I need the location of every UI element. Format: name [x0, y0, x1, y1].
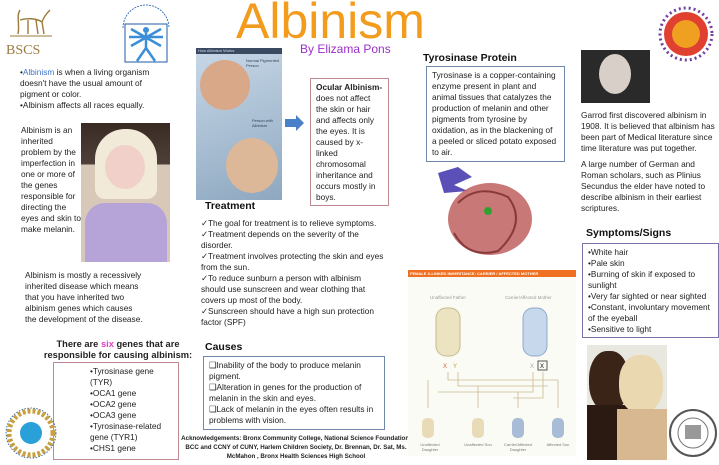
twins-photo	[587, 345, 667, 460]
symptom-item: Constant, involuntary movement of the ey…	[588, 302, 713, 324]
genes-list: Tyrosinase gene (TYR) OCA1 gene OCA2 gen…	[90, 366, 173, 454]
nsf-logo	[5, 405, 57, 460]
symptom-item: Sensitive to light	[588, 324, 713, 335]
tyrosinase-box: Tyrosinase is a copper-containing enzyme…	[426, 66, 565, 162]
symptoms-heading: Symptoms/Signs	[586, 227, 672, 239]
treatment-item: To reduce sunburn a person with albinism…	[201, 273, 385, 306]
history-text: Garrod first discovered albinism in 1908…	[581, 110, 715, 213]
intro-text: •Albinism is when a living organism does…	[20, 67, 150, 110]
inherited-text: Albinism is an inherited problem by the …	[21, 125, 81, 234]
x-linked-inheritance-diagram: FEMALE X-LINKED INHERITANCE: CARRIER / A…	[408, 270, 576, 456]
treatment-item: Treatment depends on the severity of the…	[201, 229, 385, 251]
symptom-item: Very far sighted or near sighted	[588, 291, 713, 302]
recessive-text: Albinism is mostly a recessively inherit…	[25, 270, 143, 324]
symptoms-box: White hair Pale skin Burning of skin if …	[582, 243, 719, 338]
poster-title: Albinism	[236, 0, 425, 49]
svg-text:X: X	[540, 364, 544, 370]
cause-item: Inability of the body to produce melanin…	[209, 360, 379, 382]
tyrosinase-protein-structure-image	[428, 163, 546, 268]
acknowledgements: Acknowledgements: Bronx Community Colleg…	[181, 435, 411, 460]
gene-item: OCA3 gene	[90, 410, 173, 421]
treatment-item: The goal for treatment is to relieve sym…	[201, 218, 385, 229]
svg-text:X: X	[443, 364, 447, 370]
symptom-item: Burning of skin if exposed to sunlight	[588, 269, 713, 291]
inheritance-child-label: Carrier/Affected Daughter	[504, 442, 532, 452]
symptom-item: Pale skin	[588, 258, 713, 269]
inheritance-child-label: Unaffected Daughter	[420, 442, 440, 452]
ocular-albinism-box: Ocular Albinism- does not affect the ski…	[310, 78, 389, 206]
cause-item: Alteration in genes for the production o…	[209, 382, 379, 404]
garrod-portrait-photo	[581, 50, 650, 103]
genes-box: Tyrosinase gene (TYR) OCA1 gene OCA2 gen…	[53, 362, 179, 460]
svg-text:X: X	[530, 364, 534, 370]
girl-with-albinism-photo	[81, 123, 170, 262]
inheritance-child-label: Unaffected Son	[464, 442, 492, 447]
cause-item: Lack of melanin in the eyes often result…	[209, 404, 379, 426]
how-albinism-works-image: How Albinism Works Normal Pigmented Pers…	[196, 48, 282, 200]
six-genes-heading: There are six genes that are responsible…	[43, 339, 193, 360]
causes-box: Inability of the body to produce melanin…	[203, 356, 385, 430]
bronx-community-college-seal	[668, 405, 718, 464]
symptom-item: White hair	[588, 247, 713, 258]
gene-item: Tyrosinase gene (TYR)	[90, 366, 173, 388]
gene-item: OCA2 gene	[90, 399, 173, 410]
bronx-health-sciences-logo	[115, 4, 177, 64]
tyrosinase-heading: Tyrosinase Protein	[423, 52, 517, 64]
svg-text:Y: Y	[453, 364, 457, 370]
causes-heading: Causes	[205, 341, 243, 353]
treatment-list: The goal for treatment is to relieve sym…	[201, 218, 385, 328]
gene-item: CHS1 gene	[90, 443, 173, 454]
gene-item: Tyrosinase-related gene (TYR1)	[90, 421, 173, 443]
author-byline: By Elizama Pons	[300, 42, 391, 56]
inheritance-child-label: Affected Son	[546, 442, 570, 447]
treatment-item: Treatment involves protecting the skin a…	[201, 251, 385, 273]
gene-item: OCA1 gene	[90, 388, 173, 399]
virus-illustration	[655, 0, 717, 79]
treatment-item: Sunscreen should have a high sun protect…	[201, 306, 385, 328]
treatment-heading: Treatment	[205, 200, 256, 212]
bscs-logo: BSCS	[6, 6, 56, 58]
arrow-right-icon	[285, 115, 305, 134]
